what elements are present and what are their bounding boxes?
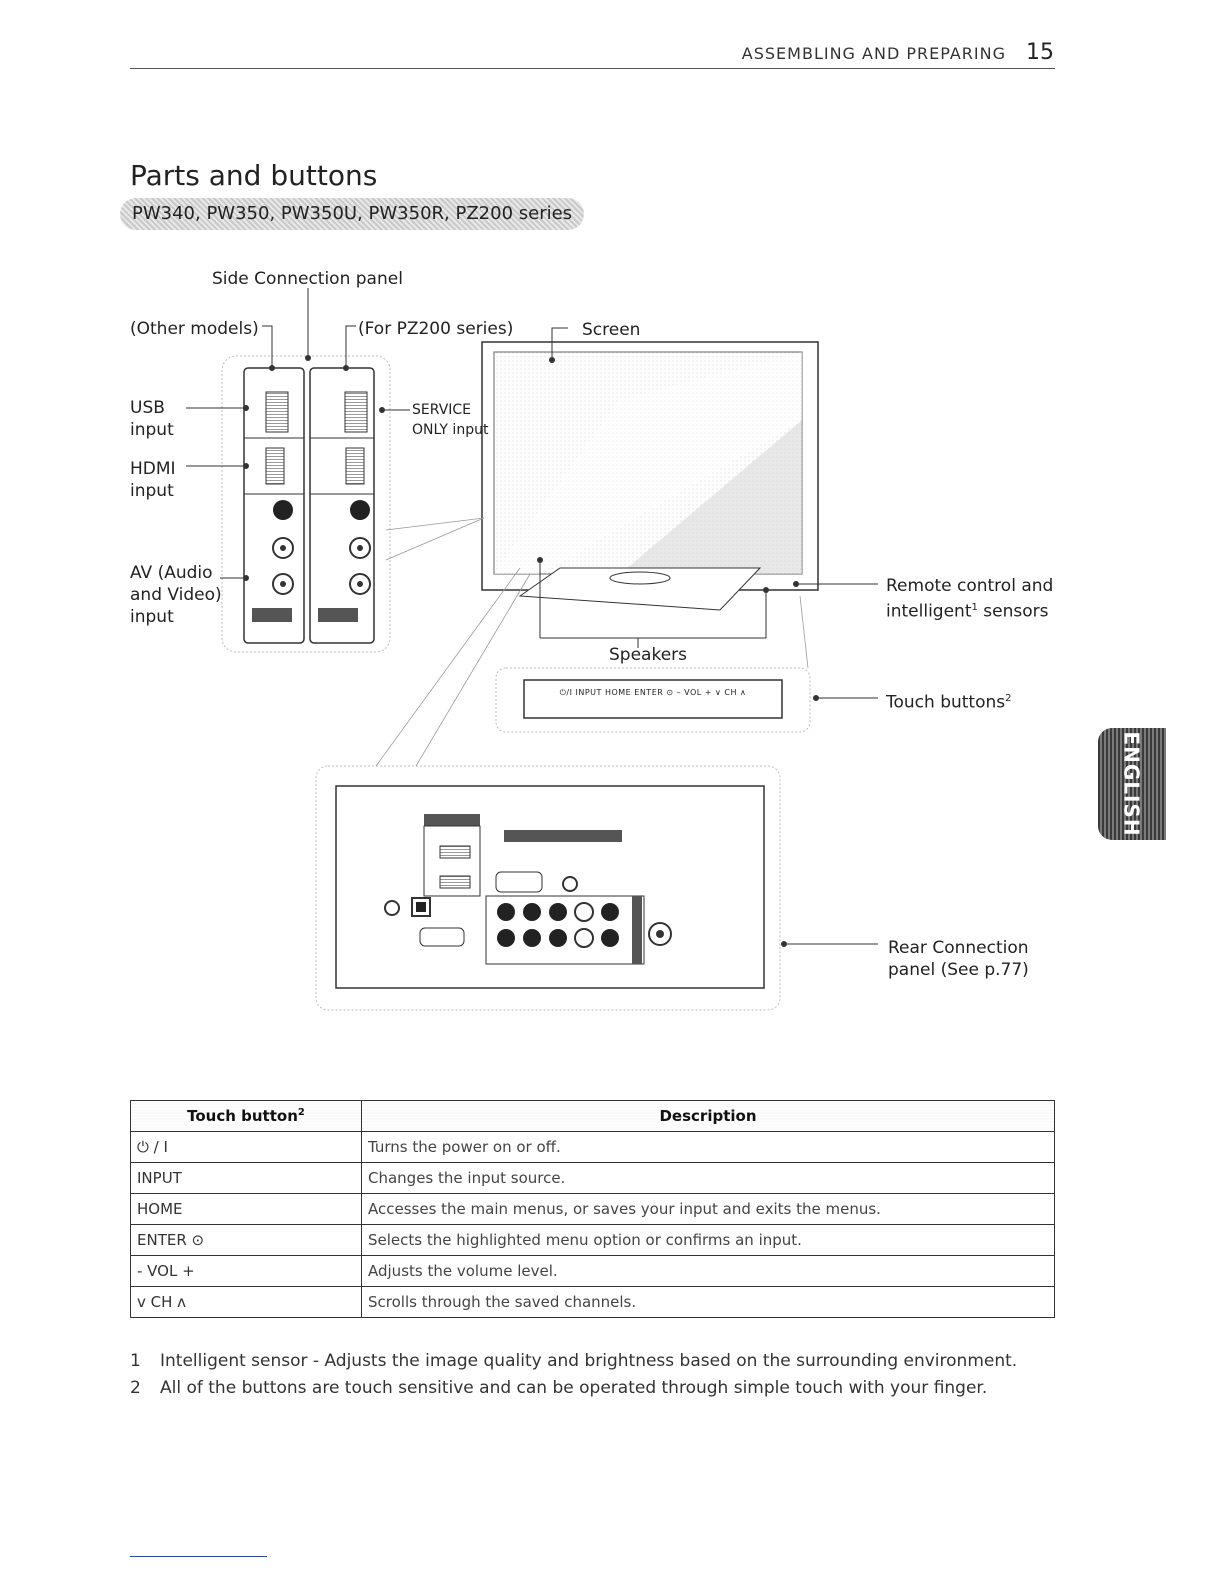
page-title: Parts and buttons — [130, 158, 378, 192]
av-label-line3: input — [130, 607, 174, 627]
touch-button-table: Touch button2 Description ⏻ / I Turns th… — [130, 1100, 1055, 1318]
button-cell: ⏻ / I — [130, 1131, 362, 1163]
av-label-line2: and Video) — [130, 585, 222, 605]
table-row: v CH ʌ Scrolls through the saved channel… — [130, 1286, 1055, 1318]
hdmi-label: HDMI — [130, 459, 176, 479]
service-label-line2: ONLY input — [412, 422, 489, 438]
tv-diagram — [186, 288, 878, 1011]
button-cell: HOME — [130, 1193, 362, 1225]
service-label: SERVICE — [412, 402, 472, 418]
screen-label: Screen — [582, 320, 641, 340]
table-header-row: Touch button2 Description — [130, 1100, 1055, 1132]
language-tab — [1098, 728, 1166, 840]
footer-divider — [130, 1556, 267, 1557]
description-cell: Adjusts the volume level. — [361, 1255, 1055, 1287]
button-cell: ENTER ⊙ — [130, 1224, 362, 1256]
table-row: HOME Accesses the main menus, or saves y… — [130, 1193, 1055, 1225]
button-cell: INPUT — [130, 1162, 362, 1194]
description-cell: Changes the input source. — [361, 1162, 1055, 1194]
description-cell: Turns the power on or off. — [361, 1131, 1055, 1163]
series-badge: PW340, PW350, PW350U, PW350R, PZ200 seri… — [120, 198, 585, 230]
remote-sensor-label-line2: intelligent1 sensors — [886, 601, 1049, 622]
column-header-description: Description — [361, 1100, 1055, 1132]
table-row: - VOL + Adjusts the volume level. — [130, 1255, 1055, 1287]
rear-panel-label: Rear Connection — [888, 938, 1029, 958]
table-row: ENTER ⊙ Selects the highlighted menu opt… — [130, 1224, 1055, 1256]
button-cell: v CH ʌ — [130, 1286, 362, 1318]
hdmi-label-line2: input — [130, 481, 174, 501]
column-header-button: Touch button2 — [130, 1100, 362, 1132]
description-cell: Accesses the main menus, or saves your i… — [361, 1193, 1055, 1225]
page-number: 15 — [1026, 40, 1054, 65]
remote-sensor-label: Remote control and — [886, 576, 1054, 596]
other-models-label: (Other models) — [130, 319, 259, 339]
usb-label-line2: input — [130, 420, 174, 440]
touch-panel-buttons: ⏻/I INPUT HOME ENTER ⊙ – VOL + ∨ CH ∧ — [559, 688, 747, 697]
side-panel-label: Side Connection panel — [212, 269, 403, 289]
touch-buttons-label: Touch buttons2 — [886, 692, 1012, 713]
description-cell: Selects the highlighted menu option or c… — [361, 1224, 1055, 1256]
table-row: ⏻ / I Turns the power on or off. — [130, 1131, 1055, 1163]
av-label: AV (Audio — [130, 563, 213, 583]
button-cell: - VOL + — [130, 1255, 362, 1287]
table-row: INPUT Changes the input source. — [130, 1162, 1055, 1194]
usb-label: USB — [130, 398, 165, 418]
section-title: ASSEMBLING AND PREPARING — [741, 44, 1006, 63]
rear-panel-label-line2: panel (See p.77) — [888, 960, 1029, 980]
pz200-label: (For PZ200 series) — [358, 319, 514, 339]
language-tab-label: ENGLISH — [1120, 731, 1144, 837]
speakers-label: Speakers — [609, 645, 688, 665]
header-divider — [130, 68, 1055, 69]
description-cell: Scrolls through the saved channels. — [361, 1286, 1055, 1318]
